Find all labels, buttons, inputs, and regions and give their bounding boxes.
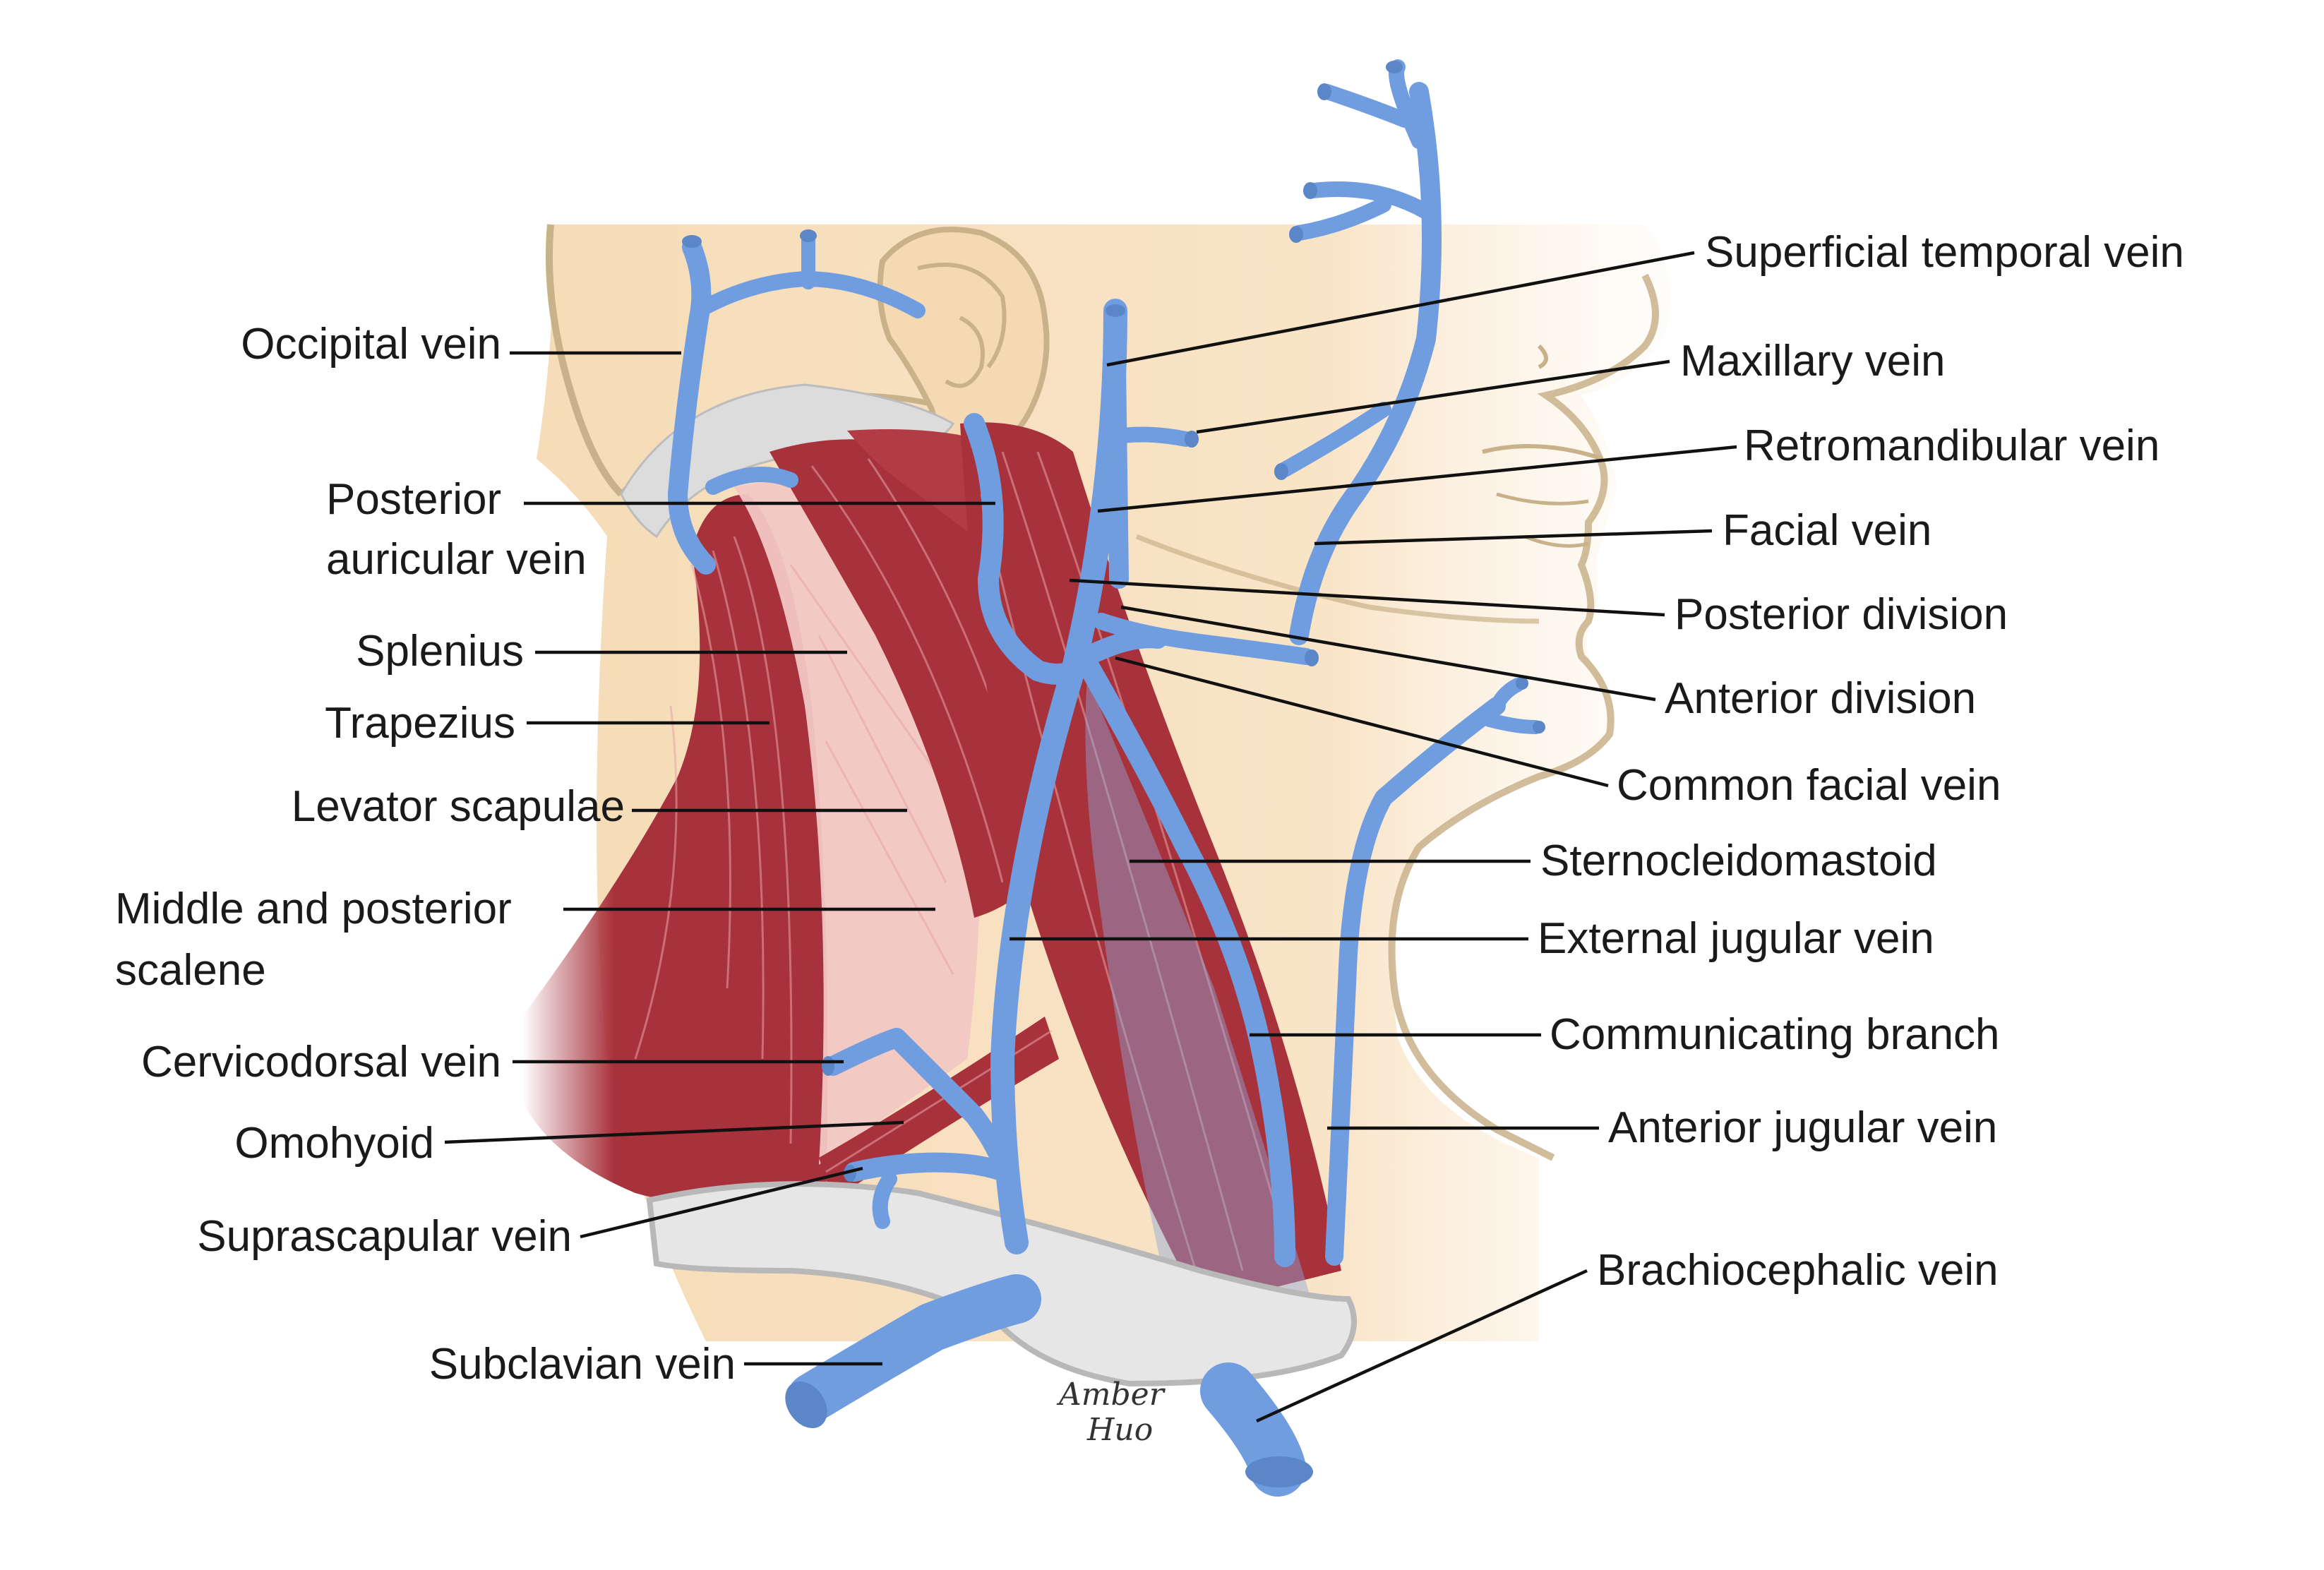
leader-retromandibular-vein — [1097, 445, 1737, 513]
leader-superficial-temporal-vein — [1106, 251, 1695, 367]
leader-omohyoid — [444, 1120, 904, 1144]
label-occipital-vein: Occipital vein — [241, 320, 501, 368]
communicating-branch-path — [1077, 653, 1295, 1267]
label-posterior-division: Posterior division — [1675, 590, 2008, 639]
label-anterior-division: Anterior division — [1665, 674, 1976, 723]
label-superficial-temporal-vein: Superficial temporal vein — [1705, 228, 2184, 277]
anterior-division-path — [1093, 613, 1314, 665]
label-brachiocephalic-vein: Brachiocephalic vein — [1597, 1246, 1999, 1295]
label-scalene-line2: scalene — [115, 946, 266, 995]
left-labels: Occipital vein Posterior auricular vein … — [115, 320, 736, 1389]
label-omohyoid: Omohyoid — [234, 1119, 434, 1168]
cervicodorsal-vein-path — [823, 1028, 1012, 1175]
artist-signature: Amber Huo — [1056, 1377, 1166, 1448]
label-subclavian-vein: Subclavian vein — [429, 1340, 736, 1389]
posterior-auricular-vein-path — [964, 413, 1084, 685]
right-labels: Superficial temporal vein Maxillary vein… — [1538, 228, 2184, 1295]
superficial-temporal-vein-path — [1106, 301, 1129, 589]
label-common-facial-vein: Common facial vein — [1617, 761, 2001, 810]
leader-common-facial-vein — [1115, 656, 1609, 788]
label-posterior-auricular-vein-line2: auricular vein — [326, 535, 587, 584]
svg-text:Amber: Amber — [1056, 1377, 1166, 1413]
label-external-jugular-vein: External jugular vein — [1538, 914, 1934, 963]
label-splenius: Splenius — [356, 627, 524, 676]
occipital-vein-path — [668, 237, 716, 575]
brachiocephalic-vein-path — [1200, 1362, 1306, 1497]
trapezius-muscle — [522, 494, 828, 1206]
label-retromandibular-vein: Retromandibular vein — [1744, 421, 2160, 470]
label-maxillary-vein: Maxillary vein — [1680, 337, 1946, 385]
label-facial-vein: Facial vein — [1723, 506, 1931, 555]
label-scalene-line1: Middle and posterior — [115, 885, 512, 933]
label-suprascapular-vein: Suprascapular vein — [197, 1212, 572, 1261]
leader-brachiocephalic-vein — [1256, 1269, 1588, 1423]
veins — [668, 59, 1545, 1497]
leader-suprascapular-vein — [580, 1166, 863, 1239]
leader-lines — [444, 251, 1737, 1423]
leader-facial-vein — [1314, 529, 1713, 546]
label-communicating-branch: Communicating branch — [1550, 1010, 2000, 1059]
maxillary-vein-path — [1101, 426, 1194, 447]
leader-posterior-division — [1069, 578, 1665, 617]
label-cervicodorsal-vein: Cervicodorsal vein — [141, 1038, 501, 1086]
label-anterior-jugular-vein: Anterior jugular vein — [1608, 1103, 1997, 1152]
label-levator-scapulae: Levator scapulae — [292, 782, 625, 831]
leader-anterior-division — [1120, 605, 1656, 702]
label-sternocleidomastoid: Sternocleidomastoid — [1540, 837, 1937, 885]
subclavian-vein-path — [787, 1274, 1041, 1422]
svg-text:Huo: Huo — [1086, 1412, 1153, 1448]
label-trapezius: Trapezius — [325, 699, 515, 748]
label-posterior-auricular-vein-line1: Posterior — [326, 475, 501, 524]
anterior-jugular-vein-path — [1325, 697, 1506, 1266]
leader-maxillary-vein — [1196, 359, 1670, 434]
suprascapular-vein-path — [844, 1152, 1012, 1182]
